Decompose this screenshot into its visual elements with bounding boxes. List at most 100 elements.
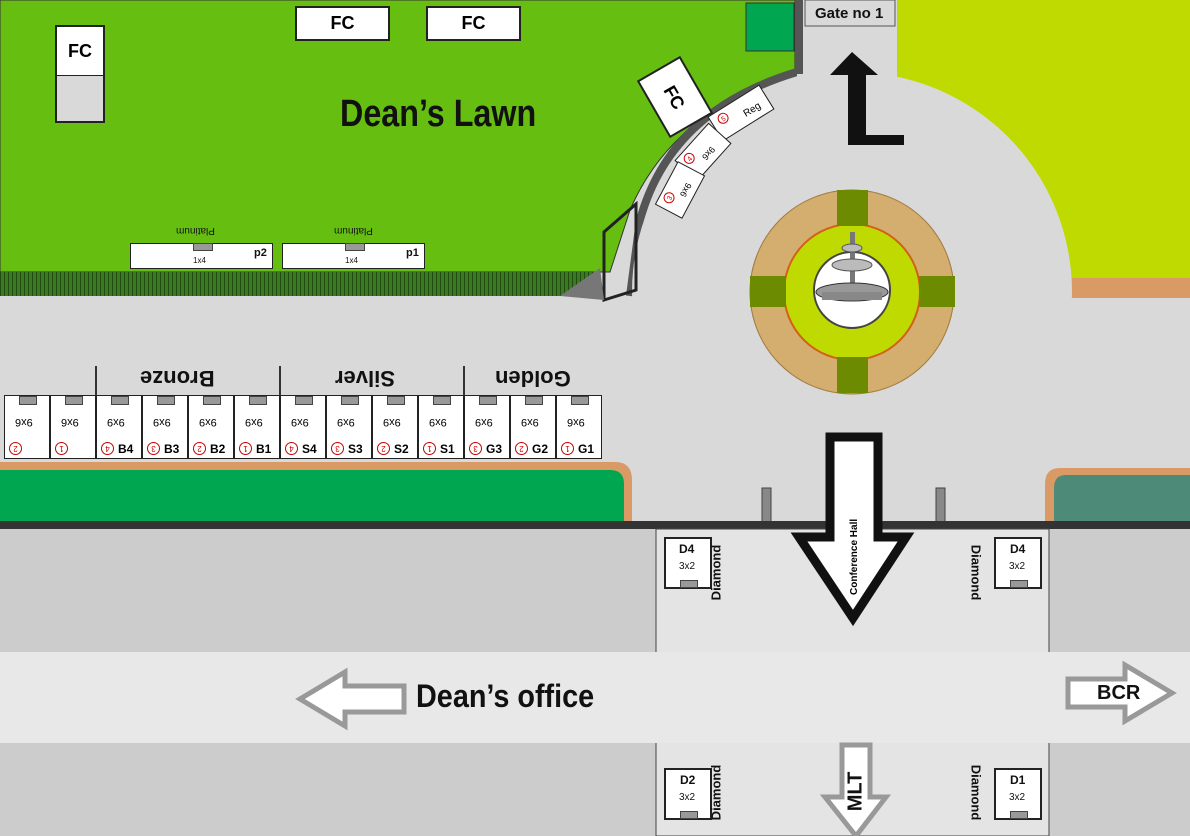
fountain-block-s (837, 357, 868, 393)
bcr-arrow (1065, 660, 1177, 726)
diamond-stall-d4-right[interactable]: D4 3x2 (994, 537, 1042, 589)
gate-arrow (830, 52, 904, 145)
diamond-label: Diamond (708, 544, 724, 601)
stall-size: 9x9 (291, 416, 309, 428)
stall-door (1010, 811, 1028, 819)
stall-door (341, 396, 359, 405)
gate-block (745, 2, 795, 52)
platinum-stall-p1[interactable]: Platinum 1x4 p1 (282, 225, 425, 269)
road-edge (0, 521, 1190, 529)
diamond-stall-d4-left[interactable]: D4 3x2 (664, 537, 712, 589)
stall-door (19, 396, 37, 405)
fc-box-rotated[interactable]: FC (636, 55, 714, 139)
stall-number: 2 (377, 442, 390, 455)
deans-office-arrow (295, 667, 407, 731)
bcr-label: BCR (1097, 682, 1141, 704)
deans-office-corridor (0, 652, 1190, 743)
fc-label: FC (330, 13, 355, 33)
category-silver: Silver (335, 366, 395, 391)
stall-cell[interactable]: 9x6 1 G1 (556, 395, 602, 459)
stall-door (295, 396, 313, 405)
fc-label: FC (461, 13, 486, 33)
stall-door (203, 396, 221, 405)
conference-hall-arrow (790, 432, 915, 627)
curved-wall (626, 68, 799, 297)
stall-id: G3 (486, 442, 503, 456)
platinum-category: Platinum (334, 225, 373, 236)
stall-size: 3x2 (1009, 792, 1026, 803)
deans-office-label: Dean’s office (416, 678, 595, 714)
svg-text:3: 3 (666, 195, 674, 202)
fountain-block-w (750, 276, 786, 307)
stall-number: 1 (239, 442, 252, 455)
stall-id: p2 (254, 247, 267, 259)
gate-post (795, 0, 803, 74)
stall-door (345, 243, 365, 251)
stall-id: D4 (1010, 542, 1026, 556)
stall-door (433, 396, 451, 405)
post-right (935, 487, 946, 523)
side-gate (602, 200, 638, 303)
curved-stall-3[interactable]: 3 9x6 (654, 161, 706, 219)
stall-id: G1 (578, 442, 595, 456)
stall-size: 9x9 (521, 416, 539, 428)
stall-door (387, 396, 405, 405)
stall-number: 3 (469, 442, 482, 455)
gate-label-bg (804, 0, 896, 27)
stall-size: 3x2 (679, 792, 696, 803)
post-left (761, 487, 772, 523)
stall-size: 9x9 (475, 416, 493, 428)
diamond-stall-d2[interactable]: D2 3x2 (664, 768, 712, 820)
conference-hall-label: Conference Hall (849, 519, 860, 595)
stall-size: 9x9 (337, 416, 355, 428)
platinum-stall-p2[interactable]: Platinum 1x4 p2 (130, 225, 273, 269)
stall-size: 3x2 (1009, 561, 1026, 572)
stall-id: D1 (1010, 773, 1026, 787)
stall-size: 1x4 (345, 256, 358, 265)
stall-door (525, 396, 543, 405)
category-bronze: Bronze (140, 366, 215, 391)
svg-text:5: 5 (720, 116, 727, 124)
stall-size: 9x9 (199, 416, 217, 428)
stall-number: 1 (561, 442, 574, 455)
stall-number: 4 (101, 442, 114, 455)
stall-number: 3 (147, 442, 160, 455)
stall-id: B4 (118, 442, 134, 456)
mlt-label: MLT (844, 771, 867, 812)
svg-text:4: 4 (686, 156, 694, 164)
fountain-block-n (837, 190, 868, 226)
stall-door (479, 396, 497, 405)
stall-door (1010, 580, 1028, 588)
stall-door (65, 396, 83, 405)
fc-box-top-1[interactable]: FC (295, 6, 390, 41)
fountain-block-e (919, 276, 955, 307)
mlt-arrow (819, 742, 892, 836)
curved-stall-5[interactable]: 5 Reg (707, 84, 775, 142)
diamond-label: Diamond (968, 544, 984, 601)
stall-number: 1 (423, 442, 436, 455)
stall-size: 1x4 (193, 256, 206, 265)
stall-cell[interactable]: 9x9 3 G3 (464, 395, 510, 459)
diamond-stall-d1[interactable]: D1 3x2 (994, 768, 1042, 820)
stall-number: 2 (515, 442, 528, 455)
diamond-label: Diamond (968, 764, 984, 821)
stall-size: 9x6 (567, 416, 585, 428)
stall-size: 9x6 (61, 416, 79, 428)
stall-door (571, 396, 589, 405)
fc-box-top-2[interactable]: FC (426, 6, 521, 41)
stall-id: B1 (256, 442, 272, 456)
fc-box-left[interactable]: FC (55, 25, 105, 123)
right-lawn-border (1065, 278, 1190, 298)
stall-id: D2 (680, 773, 696, 787)
